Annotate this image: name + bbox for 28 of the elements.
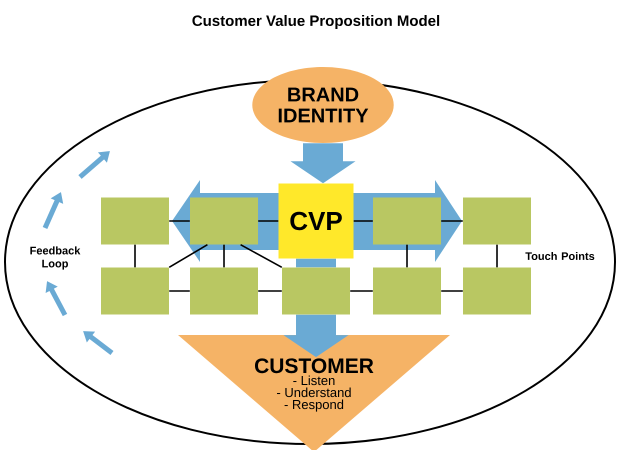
connector-line <box>169 220 190 222</box>
connector-line <box>406 244 408 268</box>
touch-point-box <box>463 198 531 244</box>
touch-point-box <box>101 268 169 314</box>
connector-line <box>441 290 463 292</box>
touch-point-box <box>373 198 441 244</box>
connector-line <box>258 290 282 292</box>
side-label: Touch Points <box>525 252 594 260</box>
connector-line <box>223 244 225 268</box>
connector-line <box>168 244 208 268</box>
connector-line <box>240 244 282 268</box>
connector-line <box>441 220 463 222</box>
connector-line <box>169 290 190 292</box>
connector-line <box>350 290 373 292</box>
touch-point-box <box>190 198 258 244</box>
title: Customer Value Proposition Model <box>192 15 440 29</box>
cvp-box: CVP <box>278 184 354 258</box>
touch-point-box <box>373 268 441 314</box>
connector-line <box>354 220 373 222</box>
touch-point-box <box>101 198 169 244</box>
touch-point-box <box>282 268 350 314</box>
connector-line <box>134 244 136 268</box>
customer-triangle: CUSTOMER - Listen - Understand - Respond <box>178 335 450 450</box>
touch-point-box <box>190 268 258 314</box>
connector-line <box>258 220 278 222</box>
side-label: Feedback Loop <box>30 246 80 270</box>
connector-line <box>496 244 498 268</box>
touch-point-box <box>463 268 531 314</box>
